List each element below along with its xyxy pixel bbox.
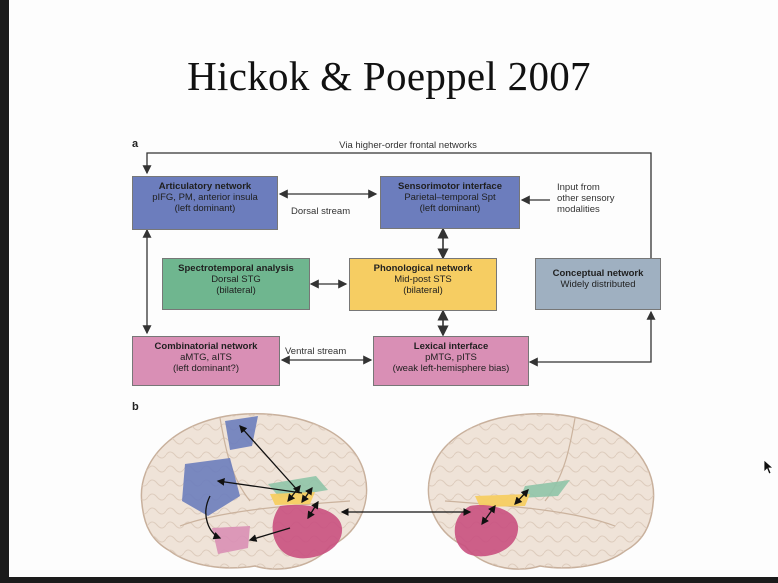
box-title: Combinatorial network: [133, 341, 279, 352]
box-title: Conceptual network: [536, 268, 660, 279]
phonological-network-box: Phonological network Mid-post STS (bilat…: [349, 258, 497, 311]
box-line: Parietal–temporal Spt: [381, 192, 519, 203]
frontal-networks-label: Via higher-order frontal networks: [308, 140, 508, 151]
dorsal-stream-label: Dorsal stream: [291, 206, 350, 217]
ventral-stream-label: Ventral stream: [285, 346, 346, 357]
input-modalities-label: Input from other sensory modalities: [557, 182, 615, 215]
input-label-line: Input from: [557, 182, 615, 193]
box-line: (bilateral): [350, 285, 496, 296]
box-title: Phonological network: [350, 263, 496, 274]
box-line: Mid-post STS: [350, 274, 496, 285]
slide-title: Hickok & Poeppel 2007: [0, 52, 778, 100]
box-line: pIFG, PM, anterior insula: [133, 192, 277, 203]
articulatory-network-box: Articulatory network pIFG, PM, anterior …: [132, 176, 278, 230]
box-title: Lexical interface: [374, 341, 528, 352]
left-hemisphere: [141, 414, 366, 569]
conceptual-network-box: Conceptual network Widely distributed: [535, 258, 661, 310]
box-line: Widely distributed: [536, 279, 660, 290]
box-title: Articulatory network: [133, 181, 277, 192]
figure: a: [130, 134, 665, 578]
box-line: (left dominant?): [133, 363, 279, 374]
lexical-conceptual-arrow: [530, 312, 651, 362]
box-title: Sensorimotor interface: [381, 181, 519, 192]
sensorimotor-interface-box: Sensorimotor interface Parietal–temporal…: [380, 176, 520, 229]
combinatorial-network-box: Combinatorial network aMTG, aITS (left d…: [132, 336, 280, 386]
input-label-line: other sensory: [557, 193, 615, 204]
box-line: aMTG, aITS: [133, 352, 279, 363]
mouse-cursor-icon: [763, 459, 773, 475]
box-line: (left dominant): [381, 203, 519, 214]
brain-illustrations: [130, 406, 665, 576]
right-hemisphere: [428, 414, 653, 569]
box-line: pMTG, pITS: [374, 352, 528, 363]
input-label-line: modalities: [557, 204, 615, 215]
lexical-interface-box: Lexical interface pMTG, pITS (weak left-…: [373, 336, 529, 386]
box-line: (weak left-hemisphere bias): [374, 363, 528, 374]
box-line: (left dominant): [133, 203, 277, 214]
box-line: Dorsal STG: [163, 274, 309, 285]
box-title: Spectrotemporal analysis: [163, 263, 309, 274]
spectrotemporal-analysis-box: Spectrotemporal analysis Dorsal STG (bil…: [162, 258, 310, 310]
box-line: (bilateral): [163, 285, 309, 296]
